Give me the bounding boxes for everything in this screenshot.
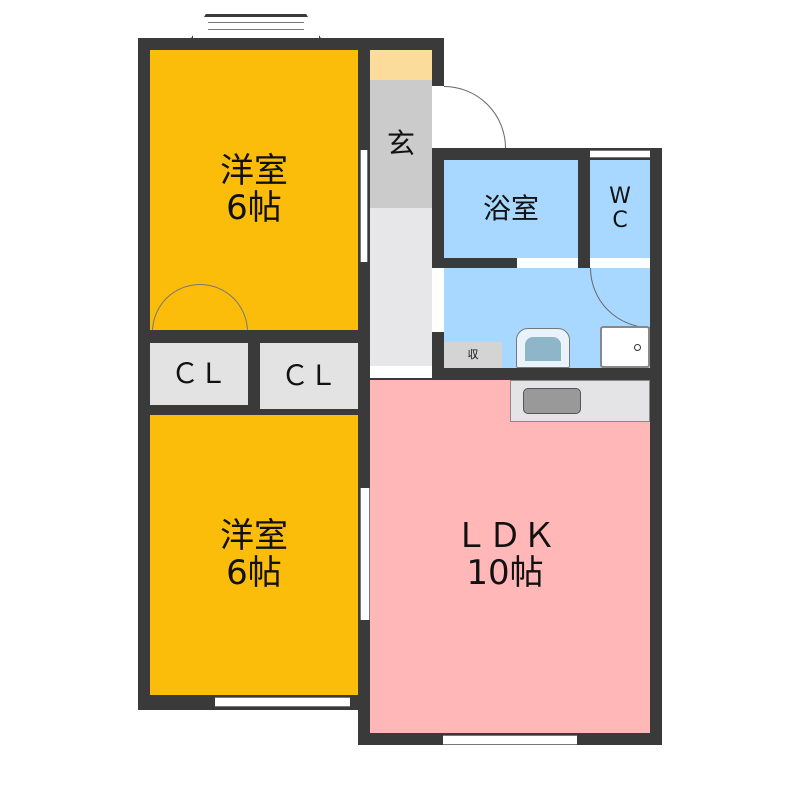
- ldk: [370, 380, 650, 733]
- toilet-label-w: W: [609, 183, 631, 209]
- toilet: W C: [590, 160, 650, 258]
- western-room-2: 洋室 6帖: [150, 415, 358, 695]
- storage: 収: [444, 342, 502, 368]
- room-name: 洋室: [220, 150, 288, 191]
- toilet-window: [590, 150, 650, 158]
- closet-2: ＣＬ: [260, 343, 358, 409]
- hall-door-opening: [370, 366, 432, 378]
- closet-1: ＣＬ: [150, 343, 248, 405]
- toilet-label-c: C: [612, 208, 628, 233]
- ldk-label: ＬＤＫ 10帖: [370, 500, 640, 610]
- hallway: [370, 208, 432, 368]
- wc-door-opening: [590, 258, 650, 268]
- washbasin: [516, 328, 570, 368]
- bathroom: 浴室: [444, 160, 578, 258]
- room-name: 洋室: [220, 515, 288, 556]
- wall-corridor: [358, 90, 372, 160]
- room-size: 6帖: [226, 188, 282, 228]
- kitchen-counter: [510, 380, 650, 422]
- bay-window-glass: [208, 22, 304, 30]
- window: [215, 697, 350, 707]
- door-opening: [360, 150, 368, 262]
- entrance: 玄: [370, 80, 432, 208]
- storage-label: 収: [467, 347, 479, 361]
- front-door-opening: [432, 86, 444, 148]
- window: [443, 735, 577, 745]
- kitchen-sink-icon: [523, 388, 581, 414]
- washing-machine-pan: [600, 326, 650, 368]
- washroom-door-opening: [432, 268, 444, 332]
- room-size: 10帖: [466, 553, 544, 593]
- western-room-1: 洋室 6帖: [150, 50, 358, 330]
- bath-door-opening: [517, 258, 578, 268]
- closet-label: ＣＬ: [280, 358, 337, 392]
- room-size: 6帖: [226, 553, 282, 593]
- room-name: ＬＤＫ: [454, 515, 556, 556]
- entrance-label: 玄: [386, 126, 415, 160]
- closet-label: ＣＬ: [170, 356, 227, 390]
- entrance-tile: [370, 50, 432, 80]
- bathroom-label: 浴室: [482, 191, 539, 225]
- window: [360, 488, 370, 620]
